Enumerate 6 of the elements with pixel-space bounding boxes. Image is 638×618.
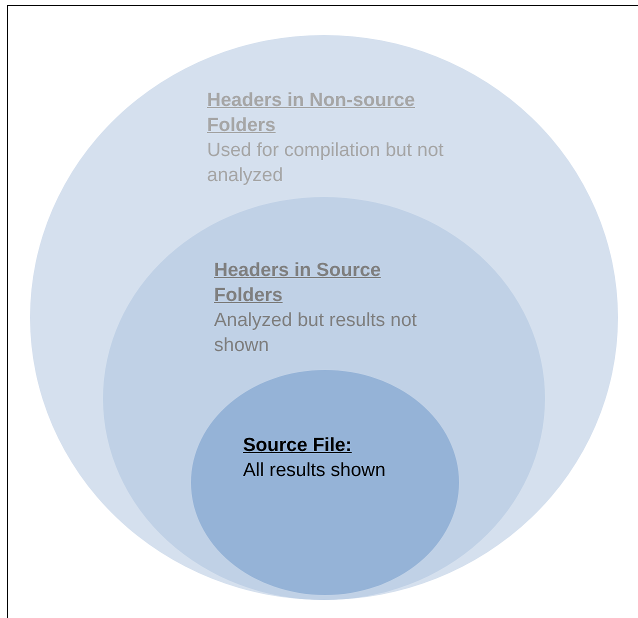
region-description: Used for compilation but not analyzed: [207, 139, 445, 188]
region-description: Analyzed but results not shown: [214, 309, 418, 358]
region-heading: Headers in Non-source Folders: [207, 89, 416, 138]
region-heading: Headers in Source Folders: [214, 259, 382, 308]
region-description: All results shown: [243, 459, 387, 483]
region-heading: Source File:: [243, 434, 353, 458]
